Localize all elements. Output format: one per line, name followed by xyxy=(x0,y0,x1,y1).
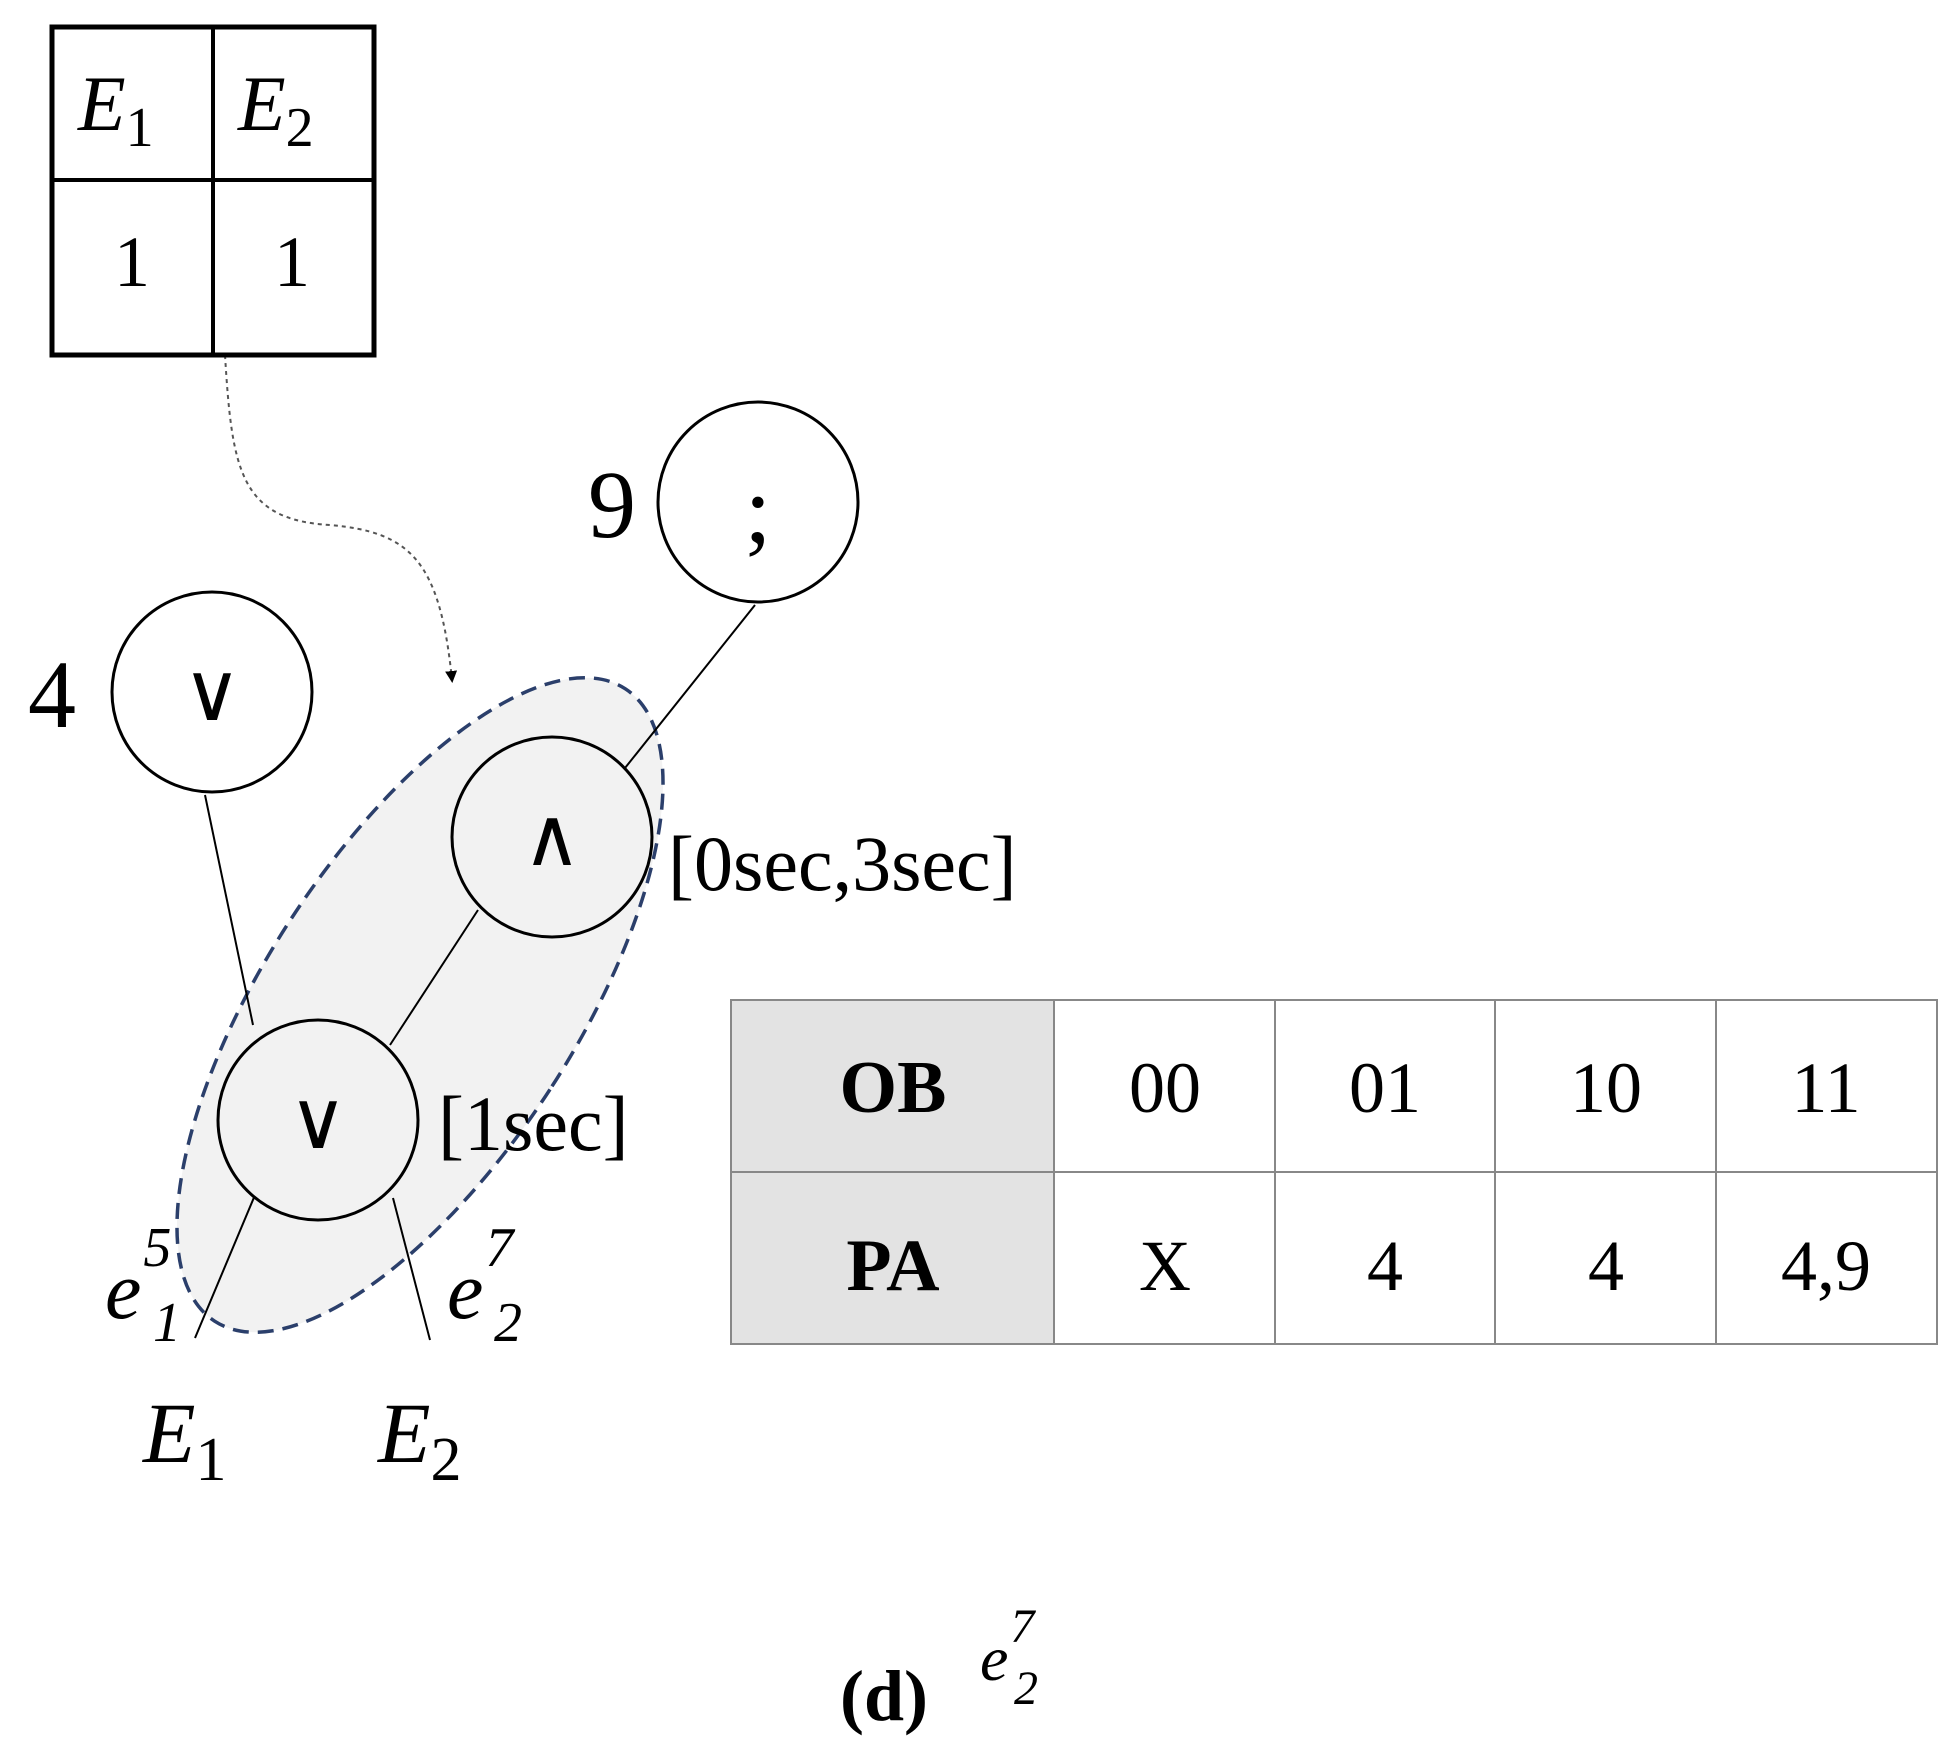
node-or-left-symbol: ∨ xyxy=(183,650,242,738)
mapping-row-header-pa: PA xyxy=(846,1225,939,1307)
state-value-e1: 1 xyxy=(114,222,150,302)
mapping-ob-cell: 10 xyxy=(1570,1048,1642,1128)
edge-and-or-inner xyxy=(389,909,479,1046)
state-arrow xyxy=(224,354,458,683)
mapping-pa-cell: 4,9 xyxy=(1781,1226,1871,1306)
caption-label: (d) xyxy=(840,1656,928,1736)
edge-or-inner-e2 xyxy=(392,1197,431,1341)
node-seq-id: 9 xyxy=(588,451,636,558)
edge-or-inner-e1 xyxy=(194,1194,256,1339)
node-or-left xyxy=(110,590,314,794)
node-or-inner-window: [1sec] xyxy=(438,1080,629,1167)
mapping-ob-cell: 01 xyxy=(1349,1048,1421,1128)
mapping-pa-cell: 4 xyxy=(1588,1226,1624,1306)
node-or-inner xyxy=(216,1018,420,1222)
mapping-ob-cell: 11 xyxy=(1791,1048,1860,1128)
leaf-e1: E1 xyxy=(141,1385,227,1494)
mapping-ob-cell: 00 xyxy=(1129,1048,1201,1128)
node-seq-symbol: ; xyxy=(745,456,772,563)
node-and xyxy=(450,735,654,939)
state-header-e1: E1 xyxy=(77,60,154,159)
state-value-e2: 1 xyxy=(274,222,310,302)
mapping-table: OB PA 00 01 10 11 X 4 4 4,9 xyxy=(730,999,1938,1345)
node-seq xyxy=(656,400,860,604)
node-and-symbol: ∧ xyxy=(523,795,582,883)
node-and-window: [0sec,3sec] xyxy=(668,820,1017,907)
edge-seq-and xyxy=(624,604,756,769)
state-table: E1 E2 1 1 xyxy=(49,24,377,358)
mapping-pa-cell: 4 xyxy=(1367,1226,1403,1306)
node-or-left-id: 4 xyxy=(28,641,76,748)
state-header-e2: E2 xyxy=(237,60,314,159)
edge-or-left-or-inner xyxy=(204,794,254,1026)
mapping-pa-cell: X xyxy=(1139,1226,1191,1306)
leaf-e2: E2 xyxy=(376,1385,462,1494)
node-or-inner-symbol: ∨ xyxy=(289,1078,348,1166)
mapping-row-header-ob: OB xyxy=(840,1047,947,1129)
